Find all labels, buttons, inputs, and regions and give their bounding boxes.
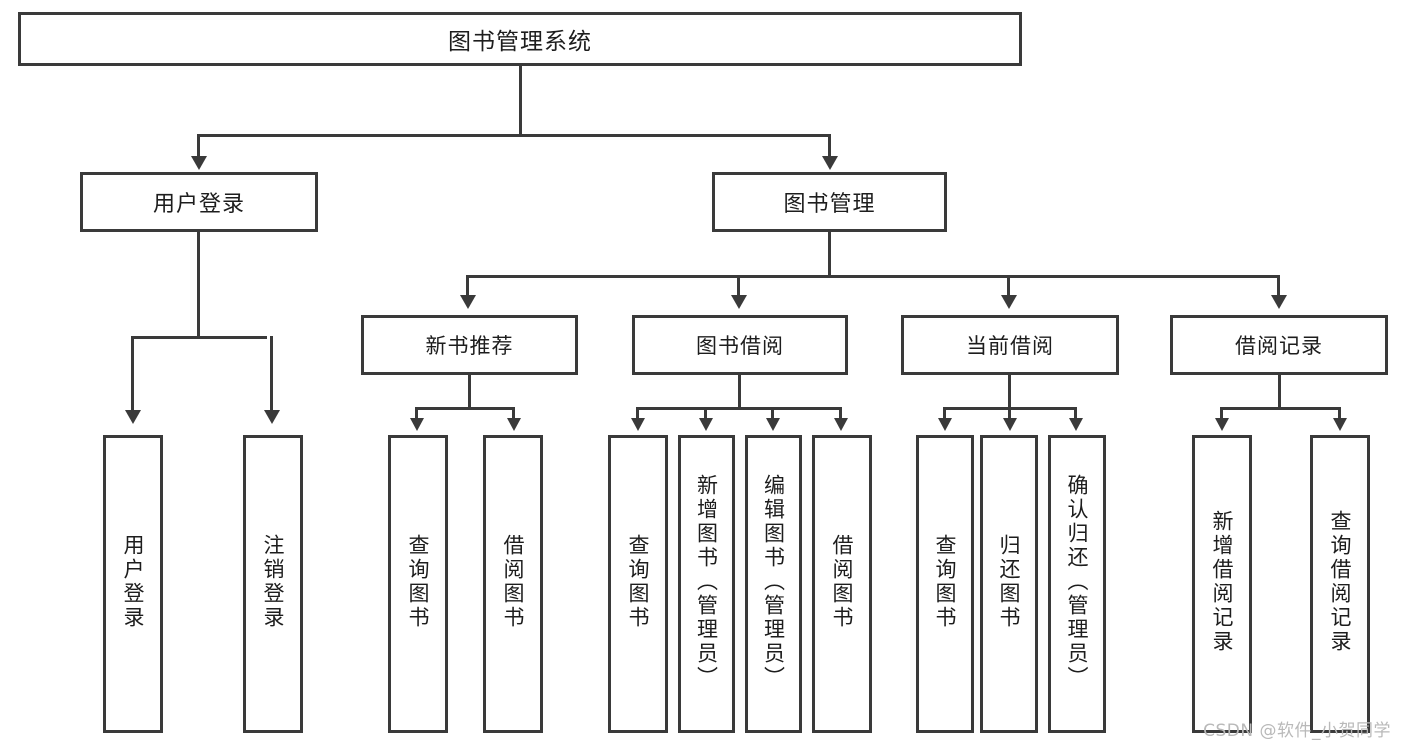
node-leaf-logout[interactable]: 注销登录 <box>243 435 303 733</box>
connector-book-borrow-bar <box>636 407 842 410</box>
leaf-label: 归还图书 <box>997 534 1022 630</box>
arrow-to-leaf-add-book <box>699 418 713 431</box>
leaf-label: 查询图书 <box>626 534 651 630</box>
connector-user-login-left <box>131 336 134 412</box>
arrow-to-leaf-logout <box>264 410 280 424</box>
node-book-borrow[interactable]: 图书借阅 <box>632 315 848 375</box>
leaf-label: 用户登录 <box>121 534 146 630</box>
leaf-label: 注销登录 <box>261 534 286 630</box>
connector-new-book-recommend-bar <box>415 407 515 410</box>
node-leaf-edit-book[interactable]: 编辑图书（管理员） <box>745 435 802 733</box>
connector-book-manage-bar <box>466 275 1280 278</box>
connector-root-to-book-manage <box>828 134 831 158</box>
connector-bb-1 <box>636 407 639 419</box>
connector-root-stem <box>519 66 522 136</box>
arrow-to-leaf-query-book-2 <box>631 418 645 431</box>
connector-current-borrow-stem <box>1008 375 1011 409</box>
node-current-borrow[interactable]: 当前借阅 <box>901 315 1119 375</box>
arrow-to-leaf-add-borrow-record <box>1215 418 1229 431</box>
connector-nbr-left <box>415 407 418 419</box>
connector-to-new-book-recommend <box>466 275 469 297</box>
arrow-to-leaf-borrow-book-2 <box>834 418 848 431</box>
arrow-to-current-borrow <box>1001 295 1017 309</box>
connector-to-current-borrow <box>1007 275 1010 297</box>
arrow-root-to-book-manage <box>822 156 838 170</box>
connector-user-login-bar <box>131 336 267 339</box>
arrow-to-leaf-borrow-book-1 <box>507 418 521 431</box>
connector-to-borrow-record <box>1277 275 1280 297</box>
node-leaf-borrow-book-1[interactable]: 借阅图书 <box>483 435 543 733</box>
node-leaf-return-book[interactable]: 归还图书 <box>980 435 1038 733</box>
node-leaf-add-borrow-record[interactable]: 新增借阅记录 <box>1192 435 1252 733</box>
arrow-to-new-book-recommend <box>460 295 476 309</box>
arrow-to-borrow-record <box>1271 295 1287 309</box>
leaf-label: 查询图书 <box>406 534 431 630</box>
connector-to-book-borrow <box>737 275 740 297</box>
leaf-label: 编辑图书（管理员） <box>761 474 786 690</box>
node-leaf-query-borrow-record[interactable]: 查询借阅记录 <box>1310 435 1370 733</box>
connector-cb-3 <box>1074 407 1077 419</box>
connector-book-borrow-stem <box>738 375 741 409</box>
arrow-to-leaf-query-book-1 <box>410 418 424 431</box>
leaf-label: 查询图书 <box>933 534 958 630</box>
node-leaf-confirm-return[interactable]: 确认归还（管理员） <box>1048 435 1106 733</box>
arrow-to-book-borrow <box>731 295 747 309</box>
node-leaf-query-book-2[interactable]: 查询图书 <box>608 435 668 733</box>
connector-book-manage-stem <box>828 232 831 278</box>
connector-br-1 <box>1220 407 1223 419</box>
connector-borrow-record-bar <box>1220 407 1341 410</box>
connector-bb-2 <box>704 407 707 419</box>
node-leaf-add-book[interactable]: 新增图书（管理员） <box>678 435 735 733</box>
connector-root-bar <box>197 134 831 137</box>
arrow-to-leaf-return-book <box>1003 418 1017 431</box>
connector-cb-2 <box>1008 407 1011 419</box>
arrow-root-to-user-login <box>191 156 207 170</box>
arrow-to-leaf-query-borrow-record <box>1333 418 1347 431</box>
node-leaf-query-book-1[interactable]: 查询图书 <box>388 435 448 733</box>
leaf-label: 借阅图书 <box>830 534 855 630</box>
leaf-label: 新增借阅记录 <box>1210 510 1235 654</box>
arrow-to-leaf-user-login <box>125 410 141 424</box>
connector-bb-4 <box>839 407 842 419</box>
connector-root-to-user-login <box>197 134 200 158</box>
leaf-label: 确认归还（管理员） <box>1065 474 1090 690</box>
node-new-book-recommend[interactable]: 新书推荐 <box>361 315 578 375</box>
connector-br-2 <box>1338 407 1341 419</box>
node-leaf-user-login[interactable]: 用户登录 <box>103 435 163 733</box>
connector-cb-1 <box>943 407 946 419</box>
connector-new-book-recommend-stem <box>468 375 471 409</box>
node-borrow-record[interactable]: 借阅记录 <box>1170 315 1388 375</box>
node-root-system[interactable]: 图书管理系统 <box>18 12 1022 66</box>
arrow-to-leaf-edit-book <box>766 418 780 431</box>
leaf-label: 借阅图书 <box>501 534 526 630</box>
leaf-label: 查询借阅记录 <box>1328 510 1353 654</box>
node-user-login[interactable]: 用户登录 <box>80 172 318 232</box>
connector-borrow-record-stem <box>1278 375 1281 409</box>
node-leaf-query-book-3[interactable]: 查询图书 <box>916 435 974 733</box>
arrow-to-leaf-query-book-3 <box>938 418 952 431</box>
connector-user-login-stem <box>197 232 200 338</box>
arrow-to-leaf-confirm-return <box>1069 418 1083 431</box>
connector-nbr-right <box>512 407 515 419</box>
node-leaf-borrow-book-2[interactable]: 借阅图书 <box>812 435 872 733</box>
node-book-manage[interactable]: 图书管理 <box>712 172 947 232</box>
connector-user-login-right <box>270 336 273 412</box>
connector-bb-3 <box>771 407 774 419</box>
leaf-label: 新增图书（管理员） <box>694 474 719 690</box>
